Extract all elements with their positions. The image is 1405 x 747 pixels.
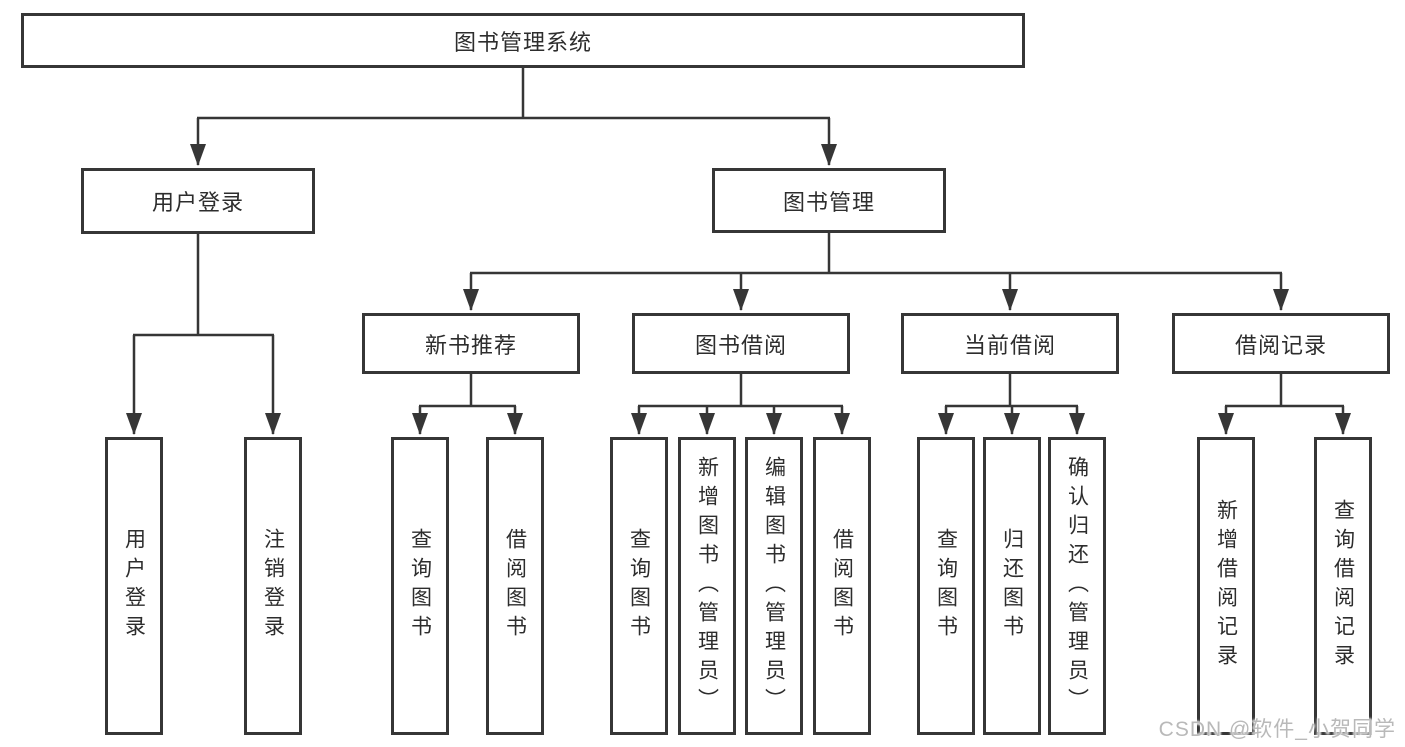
leaf-label: 查询图书 <box>627 528 651 644</box>
node-label: 借阅记录 <box>1234 332 1327 358</box>
leaf-label: 归还图书 <box>1000 528 1024 644</box>
node-book-management: 图书管理 <box>712 168 946 233</box>
node-label: 用户登录 <box>151 190 244 215</box>
leaf-label: 查询借阅记录 <box>1331 499 1355 673</box>
leaf-label: 借阅图书 <box>830 528 854 644</box>
leaf-query-books-recommend: 查询图书 <box>391 437 449 735</box>
node-new-book-recommendation: 新书推荐 <box>362 313 580 374</box>
node-book-borrowing: 图书借阅 <box>632 313 850 374</box>
leaf-label: 借阅图书 <box>503 528 527 644</box>
leaf-add-books-admin: 新增图书（管理员） <box>678 437 736 735</box>
leaf-label: 新增图书（管理员） <box>695 455 719 717</box>
node-library-management-system: 图书管理系统 <box>21 13 1025 68</box>
leaf-add-borrow-record: 新增借阅记录 <box>1197 437 1255 735</box>
leaf-return-books: 归还图书 <box>983 437 1041 735</box>
leaf-edit-books-admin: 编辑图书（管理员） <box>745 437 803 735</box>
leaf-label: 查询图书 <box>408 528 432 644</box>
leaf-user-login: 用户登录 <box>105 437 163 735</box>
leaf-query-books-borrow: 查询图书 <box>610 437 668 735</box>
leaf-borrow-books: 借阅图书 <box>813 437 871 735</box>
leaf-label: 查询图书 <box>934 528 958 644</box>
node-label: 图书管理系统 <box>453 29 592 55</box>
node-label: 图书借阅 <box>694 332 787 358</box>
node-label: 当前借阅 <box>963 332 1056 358</box>
leaf-label: 确认归还（管理员） <box>1065 455 1089 717</box>
node-borrowing-records: 借阅记录 <box>1172 313 1390 374</box>
leaf-query-borrow-record: 查询借阅记录 <box>1314 437 1372 735</box>
leaf-query-books-current: 查询图书 <box>917 437 975 735</box>
node-label: 图书管理 <box>782 189 875 215</box>
leaf-label: 新增借阅记录 <box>1214 499 1238 673</box>
node-user-login: 用户登录 <box>81 168 315 234</box>
node-label: 新书推荐 <box>424 332 517 358</box>
leaf-label: 注销登录 <box>261 528 285 644</box>
leaf-logout: 注销登录 <box>244 437 302 735</box>
leaf-label: 编辑图书（管理员） <box>762 455 786 717</box>
leaf-label: 用户登录 <box>122 528 146 644</box>
node-current-borrowing: 当前借阅 <box>901 313 1119 374</box>
leaf-confirm-return-admin: 确认归还（管理员） <box>1048 437 1106 735</box>
leaf-borrow-books-recommend: 借阅图书 <box>486 437 544 735</box>
csdn-watermark: CSDN @软件_小贺同学 <box>1158 718 1396 741</box>
